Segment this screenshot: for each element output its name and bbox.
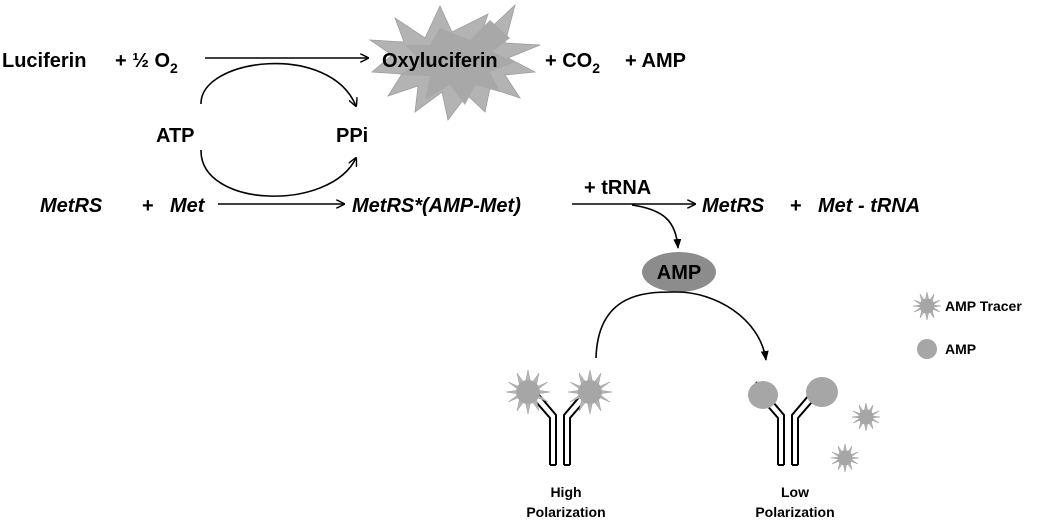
bound-tracer-right bbox=[567, 369, 613, 415]
atp-to-ppi-upper-arrow bbox=[200, 62, 356, 106]
high-polarization-line2: Polarization bbox=[526, 504, 605, 520]
bound-amp-left bbox=[748, 381, 778, 409]
low-polarization-line1: Low bbox=[781, 484, 809, 500]
met-label: Met bbox=[170, 195, 206, 217]
legend-amp-label: AMP bbox=[945, 341, 976, 357]
ppi-label: PPi bbox=[336, 125, 368, 147]
amp-release-arrow bbox=[631, 204, 682, 249]
competition-arrow bbox=[595, 291, 769, 361]
plus-sign-2: + bbox=[790, 195, 802, 217]
high-polarization-line1: High bbox=[550, 484, 581, 500]
amp-bubble-label: AMP bbox=[657, 262, 701, 284]
amp-product-label: + AMP bbox=[625, 50, 686, 72]
atp-label: ATP bbox=[156, 125, 195, 147]
atp-to-ppi-lower-arrow bbox=[200, 149, 356, 197]
co2-label: + CO2 bbox=[545, 50, 600, 76]
legend-tracer-label: AMP Tracer bbox=[945, 298, 1022, 314]
bound-amp-right bbox=[806, 377, 838, 407]
metrs-label: MetRS bbox=[40, 195, 103, 217]
plus-sign: + bbox=[142, 195, 154, 217]
free-tracer-2 bbox=[830, 443, 860, 473]
free-tracer-1 bbox=[851, 402, 881, 432]
oxyluciferin-label: Oxyluciferin bbox=[382, 50, 498, 72]
legend-tracer-icon bbox=[912, 291, 942, 321]
metrs-product-label: MetRS bbox=[702, 195, 765, 217]
luciferin-label: Luciferin bbox=[2, 50, 86, 72]
met-trna-label: Met - tRNA bbox=[818, 195, 920, 217]
low-polarization-line2: Polarization bbox=[755, 504, 834, 520]
legend-amp-icon bbox=[917, 339, 937, 359]
trna-label: + tRNA bbox=[584, 177, 651, 199]
bound-tracer-left bbox=[505, 369, 551, 415]
amp-bubble bbox=[642, 252, 716, 292]
oxygen-label: + ½ O2 bbox=[115, 50, 178, 76]
complex-label: MetRS*(AMP-Met) bbox=[352, 195, 521, 217]
